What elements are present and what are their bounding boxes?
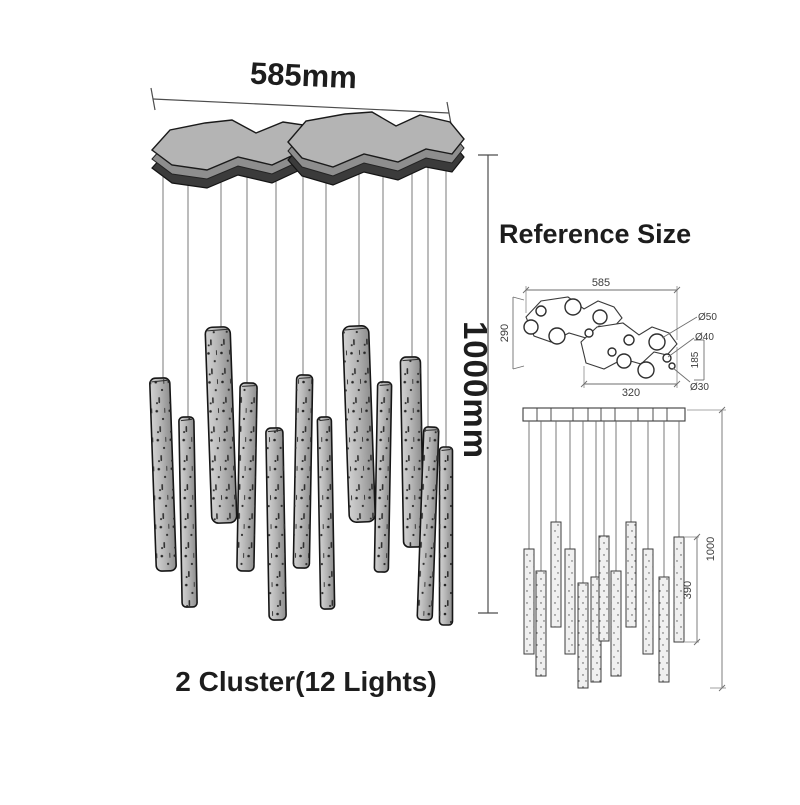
- front-view-bar-texture: [643, 549, 653, 654]
- light-hole-circle: [623, 334, 635, 346]
- pendant-bar-texture: [236, 382, 258, 572]
- front-view-bar-texture: [599, 536, 609, 641]
- light-hole-circle: [523, 319, 539, 335]
- pendant-bar-texture: [317, 416, 335, 610]
- top-view-width-label: 585: [592, 277, 610, 289]
- pendant-bar-texture: [439, 447, 453, 625]
- light-hole-circle: [592, 309, 608, 325]
- light-hole-circle: [616, 353, 632, 369]
- front-view-bar-texture: [524, 549, 534, 654]
- pendant-bar: [149, 377, 177, 572]
- pendant-bar-texture: [178, 416, 198, 608]
- drop-dimension: 1000mm: [457, 154, 498, 614]
- pendant-bar-texture: [342, 325, 376, 523]
- main-product-view: 585mm 1000mm 2 Cluster(12 Lights): [149, 56, 498, 697]
- light-hole-circle: [548, 327, 566, 345]
- pendant-bar-top-edge: [319, 418, 330, 422]
- light-hole-circle: [648, 333, 666, 351]
- width-dimension: 585mm: [150, 56, 452, 125]
- front-view-total-drop-label: 1000: [705, 537, 717, 561]
- pendant-bar: [236, 382, 258, 572]
- product-caption: 2 Cluster(12 Lights): [175, 666, 436, 697]
- pendant-bar-texture: [149, 377, 177, 572]
- front-view-wires: [528, 421, 680, 583]
- front-view-bar-texture: [659, 577, 669, 682]
- top-view-width-dimension: 585: [522, 277, 681, 340]
- top-view-cluster-depth-label: 185: [690, 351, 701, 368]
- front-view-bar-length-label: 390: [682, 581, 694, 599]
- pendant-bar-top-edge: [180, 418, 192, 422]
- pendant-bar-texture: [293, 374, 313, 569]
- pendant-bar: [416, 426, 440, 621]
- front-view-bar-texture: [591, 577, 601, 682]
- suspension-wires: [162, 158, 447, 451]
- pendant-bar-top-edge: [379, 384, 390, 386]
- pendant-bar-top-edge: [242, 385, 256, 387]
- pendant-bar-top-edge: [207, 328, 229, 332]
- pendant-bar: [373, 381, 393, 573]
- diameter-50-label: Ø50: [698, 312, 717, 323]
- pendant-bar-texture: [400, 356, 424, 548]
- reference-heading: Reference Size: [499, 219, 691, 249]
- pendant-bar-texture: [205, 326, 237, 524]
- light-hole-circle: [668, 362, 676, 370]
- light-hole-circle: [564, 298, 582, 316]
- pendant-bar-top-edge: [402, 358, 419, 362]
- front-view-bars: [523, 521, 685, 689]
- pendant-bar-top-edge: [441, 449, 451, 451]
- front-view-bar-texture: [674, 537, 684, 642]
- light-hole-circle: [535, 305, 547, 317]
- width-dimension-label: 585mm: [249, 56, 357, 96]
- pendant-bars: [149, 325, 454, 626]
- light-hole-circle: [584, 328, 594, 338]
- top-view-depth-label: 290: [499, 324, 511, 342]
- top-view-cluster-width-label: 320: [622, 387, 640, 399]
- top-view-diagram: 585 290 320: [499, 277, 717, 399]
- top-view-cluster-depth-dimension: 185: [690, 339, 705, 381]
- hole-diameter-callouts: Ø50 Ø40 Ø30: [661, 312, 717, 393]
- top-view-depth-dimension: 290: [499, 296, 525, 370]
- light-hole-circle: [637, 361, 655, 379]
- front-view-canopy-segments: [536, 408, 668, 421]
- pendant-bar-texture: [265, 427, 287, 621]
- pendant-bar-top-edge: [267, 429, 281, 433]
- front-view-bar-texture: [626, 522, 636, 627]
- reference-size-panel: Reference Size 585 290: [499, 219, 726, 692]
- pendant-bar-texture: [374, 381, 392, 573]
- front-view-bar-texture: [578, 583, 588, 688]
- pendant-bar-top-edge: [425, 429, 437, 431]
- canopy-3d: [151, 111, 465, 189]
- pendant-bar: [316, 416, 336, 610]
- pendant-bar-top-edge: [298, 377, 311, 379]
- pendant-bar: [292, 374, 314, 569]
- pendant-bar: [204, 326, 238, 524]
- pendant-bar-top-edge: [151, 379, 168, 383]
- top-view-light-holes: [523, 298, 676, 379]
- pendant-bar: [265, 427, 287, 621]
- front-view-bar-texture: [565, 549, 575, 654]
- diameter-30-label: Ø30: [690, 382, 709, 393]
- pendant-bar-top-edge: [344, 327, 367, 331]
- front-view-diagram: 390 1000: [522, 406, 726, 692]
- light-hole-circle: [607, 347, 617, 357]
- pendant-bar-texture: [417, 426, 439, 621]
- pendant-bar: [178, 416, 198, 608]
- front-view-bar-texture: [611, 571, 621, 676]
- top-view-cluster-width-dimension: 320: [580, 347, 681, 399]
- front-view-total-drop-dimension: 1000: [687, 406, 726, 692]
- drop-dimension-label: 1000mm: [457, 321, 494, 459]
- front-view-bar-texture: [536, 571, 546, 676]
- front-view-bar-texture: [551, 522, 561, 627]
- pendant-bar: [342, 325, 376, 523]
- front-view-bar-length-dimension: 390: [682, 533, 701, 646]
- diameter-40-label: Ø40: [695, 332, 714, 343]
- pendant-bar: [438, 446, 454, 626]
- pendant-bar: [399, 356, 425, 548]
- front-view-canopy: [522, 407, 686, 422]
